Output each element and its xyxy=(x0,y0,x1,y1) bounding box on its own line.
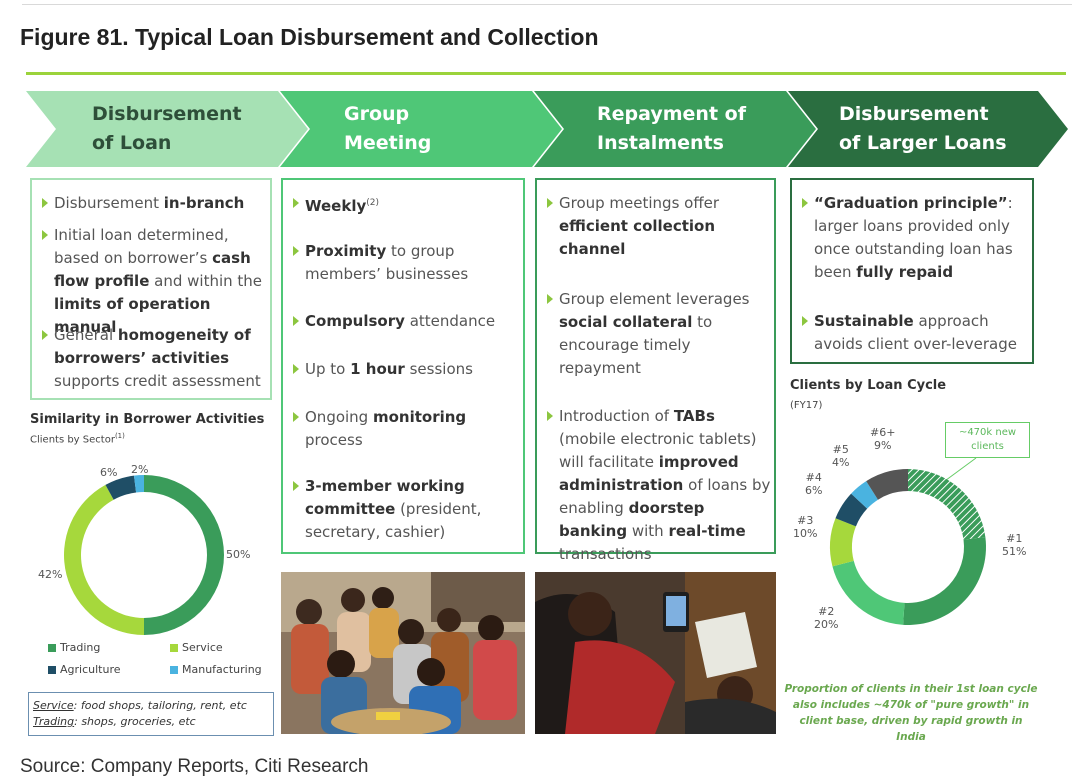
step-banner-larger-loans: Disbursement of Larger Loans xyxy=(788,91,1068,167)
step-box-group-meeting: Weekly(2) Proximity to group members’ bu… xyxy=(281,178,525,554)
note-line-trading: Trading: shops, groceries, etc xyxy=(33,715,196,728)
bullet-item: Sustainable approach avoids client over-… xyxy=(802,310,1026,356)
bullet-item: Introduction of TABs (mobile electronic … xyxy=(547,405,771,566)
bullet-item: “Graduation principle”: larger loans pro… xyxy=(802,192,1026,284)
data-label-trading: 50% xyxy=(226,548,251,561)
step-title: Disbursement of Larger Loans xyxy=(839,103,1007,154)
step-box-larger-loans: “Graduation principle”: larger loans pro… xyxy=(790,178,1034,364)
top-divider xyxy=(22,4,1072,5)
slice-cycle-6plus xyxy=(866,469,908,500)
slice-agriculture xyxy=(105,475,137,500)
slice-service xyxy=(64,484,144,635)
slice-manufacturing xyxy=(133,475,144,493)
bullet-item: Group element leverages social collatera… xyxy=(547,288,771,380)
legend-item-service: Service xyxy=(170,641,223,654)
tablet-repayment-photo xyxy=(535,572,776,734)
step-title: Group Meeting xyxy=(344,103,432,154)
bullet-item: Group meetings offer efficient collectio… xyxy=(547,192,771,261)
step-banner-repayment: Repayment of Instalments xyxy=(534,91,816,167)
slice-cycle-5 xyxy=(851,481,878,509)
sector-chart-title: Similarity in Borrower Activities xyxy=(30,412,265,427)
step-banner-group-meeting: Group Meeting xyxy=(280,91,562,167)
legend-swatch xyxy=(48,643,56,652)
legend-swatch xyxy=(170,643,178,652)
bullet-item: Proximity to group members’ businesses xyxy=(293,240,505,286)
legend-item-manufacturing: Manufacturing xyxy=(170,663,262,676)
sector-definitions-note: Service: food shops, tailoring, rent, et… xyxy=(28,692,274,736)
legend-item-trading: Trading xyxy=(48,641,100,654)
first-cycle-note: Proportion of clients in their 1st loan … xyxy=(784,683,1038,743)
figure-title: Figure 81. Typical Loan Disbursement and… xyxy=(20,24,599,50)
bullet-item: Weekly(2) xyxy=(293,192,517,218)
bullet-item: Ongoing monitoring process xyxy=(293,406,505,452)
bullet-item: Disbursement in-branch xyxy=(42,192,266,215)
step-banner-disbursement: Disbursement of Loan xyxy=(26,91,308,167)
group-meeting-photo xyxy=(281,572,525,734)
bullet-item: 3-member working committee (president, s… xyxy=(293,475,505,544)
bullet-item: Up to 1 hour sessions xyxy=(293,358,517,381)
figure-source: Source: Company Reports, Citi Research xyxy=(20,756,369,777)
slice-cycle-2 xyxy=(832,560,905,625)
sector-chart-subtitle: Clients by Sector(1) xyxy=(30,432,125,446)
step-box-repayment: Group meetings offer efficient collectio… xyxy=(535,178,776,563)
data-label-manufacturing: 2% xyxy=(131,463,149,476)
loan-cycle-donut-chart xyxy=(830,469,986,625)
data-label-cycle-6plus: #6+9% xyxy=(870,426,896,452)
slice-trading xyxy=(144,475,224,635)
legend-swatch xyxy=(48,665,56,674)
sector-donut-chart xyxy=(64,475,224,635)
step-box-disbursement: Disbursement in-branch Initial loan dete… xyxy=(30,178,272,400)
new-clients-callout: ~470k new clients xyxy=(945,422,1030,458)
slice-cycle-1-new-clients xyxy=(908,469,986,540)
legend-swatch xyxy=(170,665,178,674)
loan-cycle-chart-subtitle: (FY17) xyxy=(790,400,823,411)
slice-cycle-3 xyxy=(830,518,856,567)
step-title: Repayment of Instalments xyxy=(597,103,746,154)
slice-cycle-4 xyxy=(835,493,868,527)
slice-cycle-1 xyxy=(903,536,986,625)
step-title: Disbursement of Loan xyxy=(92,103,242,154)
bullet-item: Compulsory attendance xyxy=(293,310,517,333)
note-line-service: Service: food shops, tailoring, rent, et… xyxy=(33,699,247,712)
bullet-item: Initial loan determined, based on borrow… xyxy=(42,224,266,339)
title-rule xyxy=(26,72,1066,75)
data-label-service: 42% xyxy=(38,568,63,581)
loan-cycle-chart-title: Clients by Loan Cycle xyxy=(790,378,947,393)
legend-item-agriculture: Agriculture xyxy=(48,663,121,676)
data-label-agriculture: 6% xyxy=(100,466,118,479)
bullet-item: General homogeneity of borrowers’ activi… xyxy=(42,324,266,393)
